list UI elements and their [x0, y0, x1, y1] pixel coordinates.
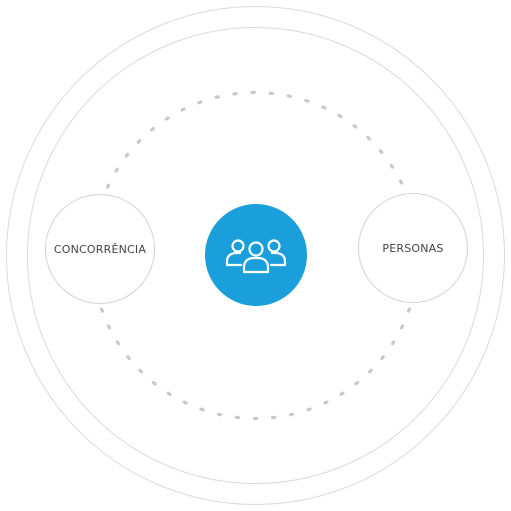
node-concorrencia-label: CONCORRÊNCIA: [53, 242, 147, 256]
node-concorrencia: CONCORRÊNCIA: [45, 194, 155, 304]
node-personas-label: PERSONAS: [382, 241, 444, 255]
inner-ring: [27, 27, 484, 484]
users-group-icon: [225, 239, 287, 274]
node-personas: PERSONAS: [358, 193, 468, 303]
center-node: [205, 204, 307, 306]
outer-ring: [6, 6, 505, 505]
